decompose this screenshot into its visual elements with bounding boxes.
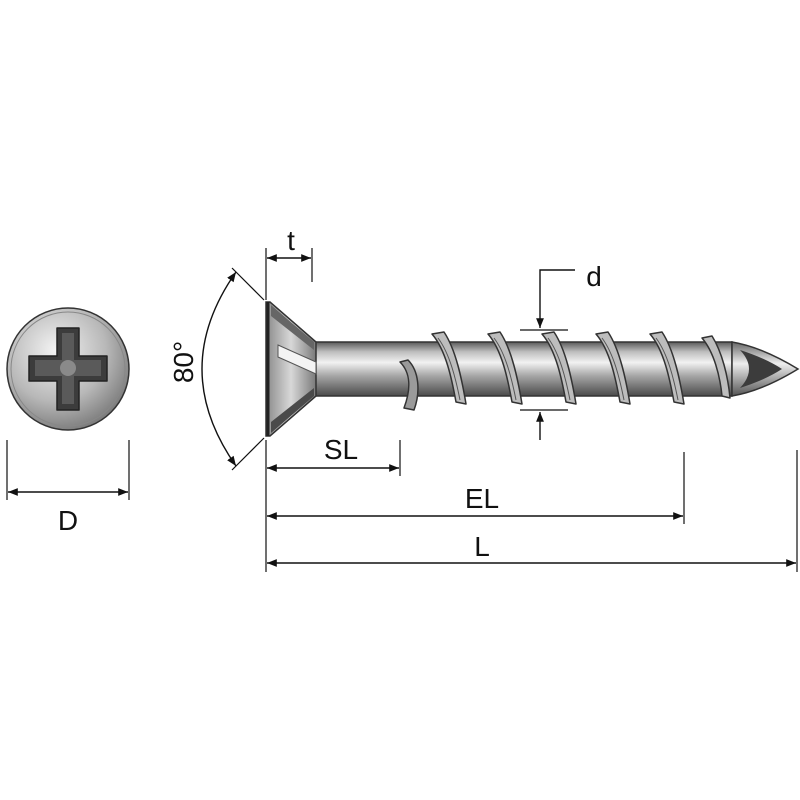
dimension-shank-length: SL bbox=[265, 434, 401, 572]
screw-head-top-view bbox=[6, 307, 130, 431]
label-t: t bbox=[287, 225, 295, 256]
screw-side-view bbox=[265, 301, 800, 437]
dimension-head-diameter: D bbox=[6, 440, 130, 536]
label-d: d bbox=[586, 261, 602, 292]
dimension-head-thickness: t bbox=[265, 225, 313, 300]
label-80-degrees: 80° bbox=[168, 341, 199, 383]
dimension-engagement-length: EL bbox=[267, 452, 685, 524]
label-EL: EL bbox=[465, 483, 499, 514]
label-L: L bbox=[474, 531, 490, 562]
screw-threads bbox=[399, 331, 731, 411]
dimension-total-length: L bbox=[267, 450, 798, 572]
label-SL: SL bbox=[324, 434, 358, 465]
dimension-thread-diameter: d bbox=[520, 261, 602, 440]
label-D: D bbox=[58, 505, 78, 536]
dimension-countersink-angle: 80° bbox=[168, 267, 265, 471]
